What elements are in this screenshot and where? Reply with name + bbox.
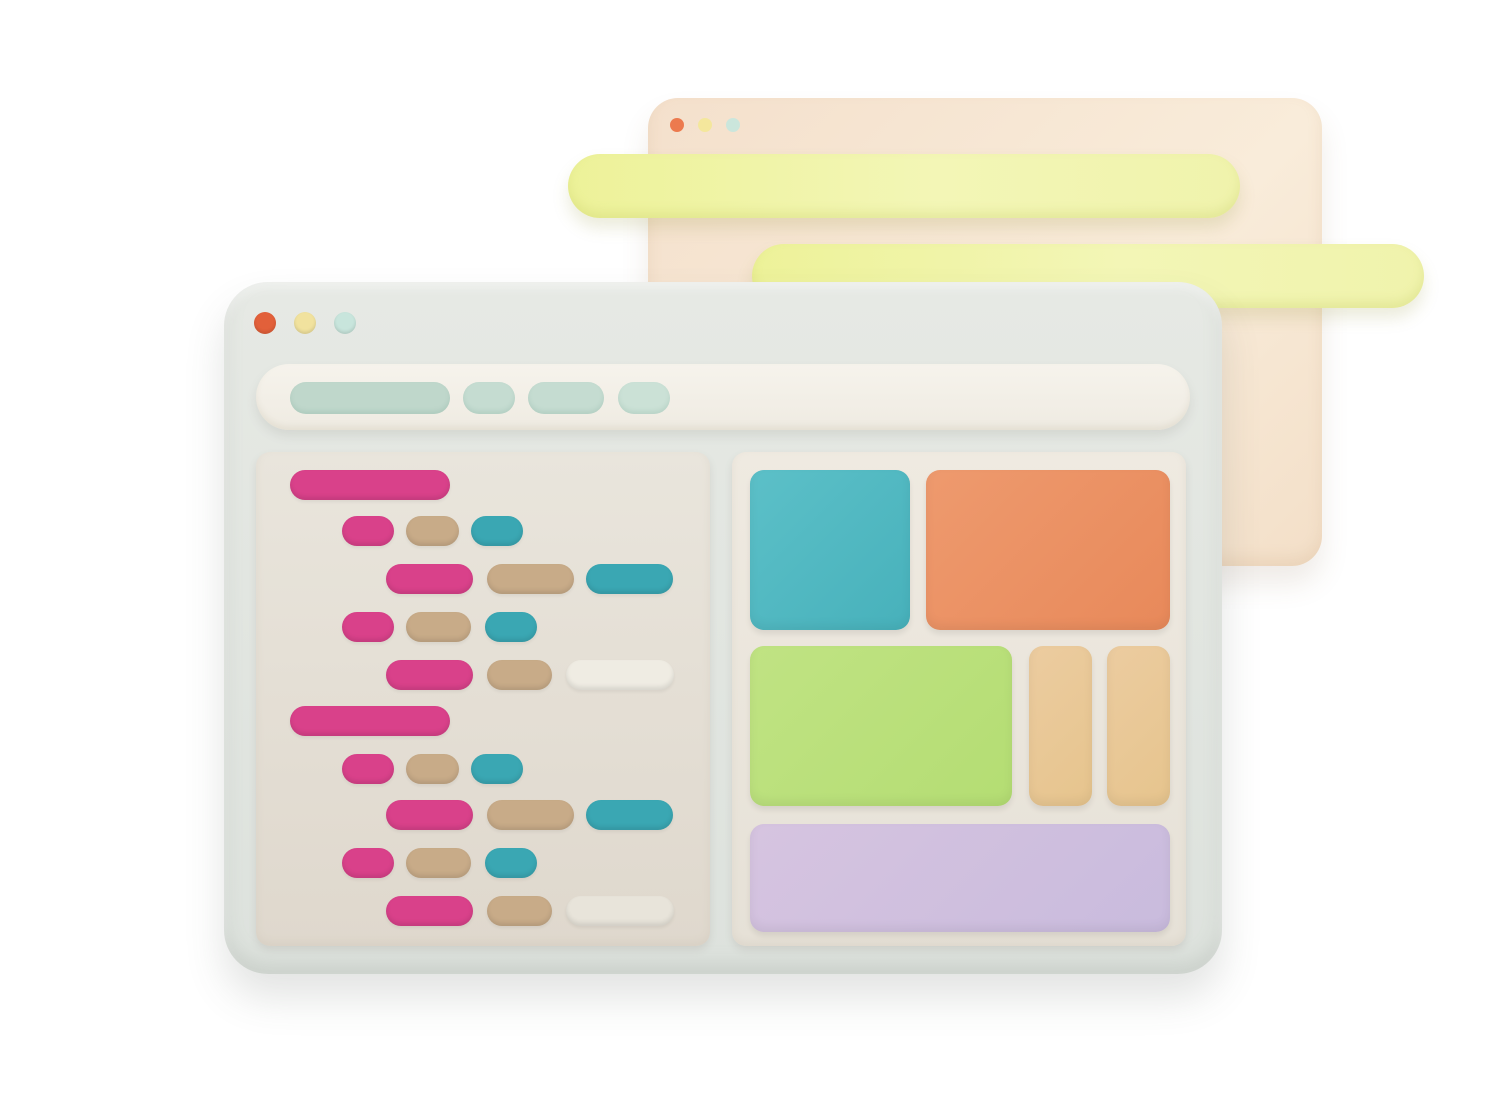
preview-tile-green[interactable]: [750, 646, 1012, 806]
preview-tile-tan-1[interactable]: [1029, 646, 1092, 806]
code-tag-line: [386, 660, 473, 690]
code-tag-line: [290, 706, 450, 736]
code-value-line: [586, 800, 673, 830]
toolbar-tab-2[interactable]: [528, 382, 604, 414]
preview-tile-teal[interactable]: [750, 470, 910, 630]
toolbar-tab-1[interactable]: [463, 382, 515, 414]
code-empty-line: [566, 896, 674, 926]
code-tag-line: [290, 470, 450, 500]
code-editor-panel[interactable]: [256, 452, 710, 946]
code-attr-line: [487, 896, 552, 926]
code-value-line: [586, 564, 673, 594]
code-tag-line: [386, 896, 473, 926]
toolbar: [256, 364, 1190, 430]
code-attr-line: [487, 660, 552, 690]
back-minimize-dot[interactable]: [698, 118, 712, 132]
code-tag-line: [342, 848, 394, 878]
address-bar[interactable]: [290, 382, 450, 414]
layout-preview-panel: [732, 452, 1186, 946]
front-window-controls: [254, 312, 356, 334]
code-attr-line: [406, 754, 459, 784]
code-tag-line: [342, 612, 394, 642]
code-attr-line: [406, 612, 471, 642]
front-browser-window: [224, 282, 1222, 974]
preview-tile-orange[interactable]: [926, 470, 1170, 630]
preview-tile-tan-2[interactable]: [1107, 646, 1170, 806]
back-window-controls: [670, 118, 740, 132]
notification-bar-top[interactable]: [568, 154, 1240, 218]
code-attr-line: [406, 516, 459, 546]
code-attr-line: [406, 848, 471, 878]
code-value-line: [471, 516, 523, 546]
code-value-line: [471, 754, 523, 784]
code-tag-line: [386, 800, 473, 830]
toolbar-tab-3[interactable]: [618, 382, 670, 414]
code-empty-line: [566, 660, 674, 690]
preview-tile-lavender[interactable]: [750, 824, 1170, 932]
back-maximize-dot[interactable]: [726, 118, 740, 132]
code-tag-line: [342, 516, 394, 546]
code-tag-line: [386, 564, 473, 594]
minimize-dot[interactable]: [294, 312, 316, 334]
code-value-line: [485, 848, 537, 878]
back-close-dot[interactable]: [670, 118, 684, 132]
maximize-dot[interactable]: [334, 312, 356, 334]
code-value-line: [485, 612, 537, 642]
code-attr-line: [487, 800, 574, 830]
close-dot[interactable]: [254, 312, 276, 334]
code-tag-line: [342, 754, 394, 784]
code-attr-line: [487, 564, 574, 594]
